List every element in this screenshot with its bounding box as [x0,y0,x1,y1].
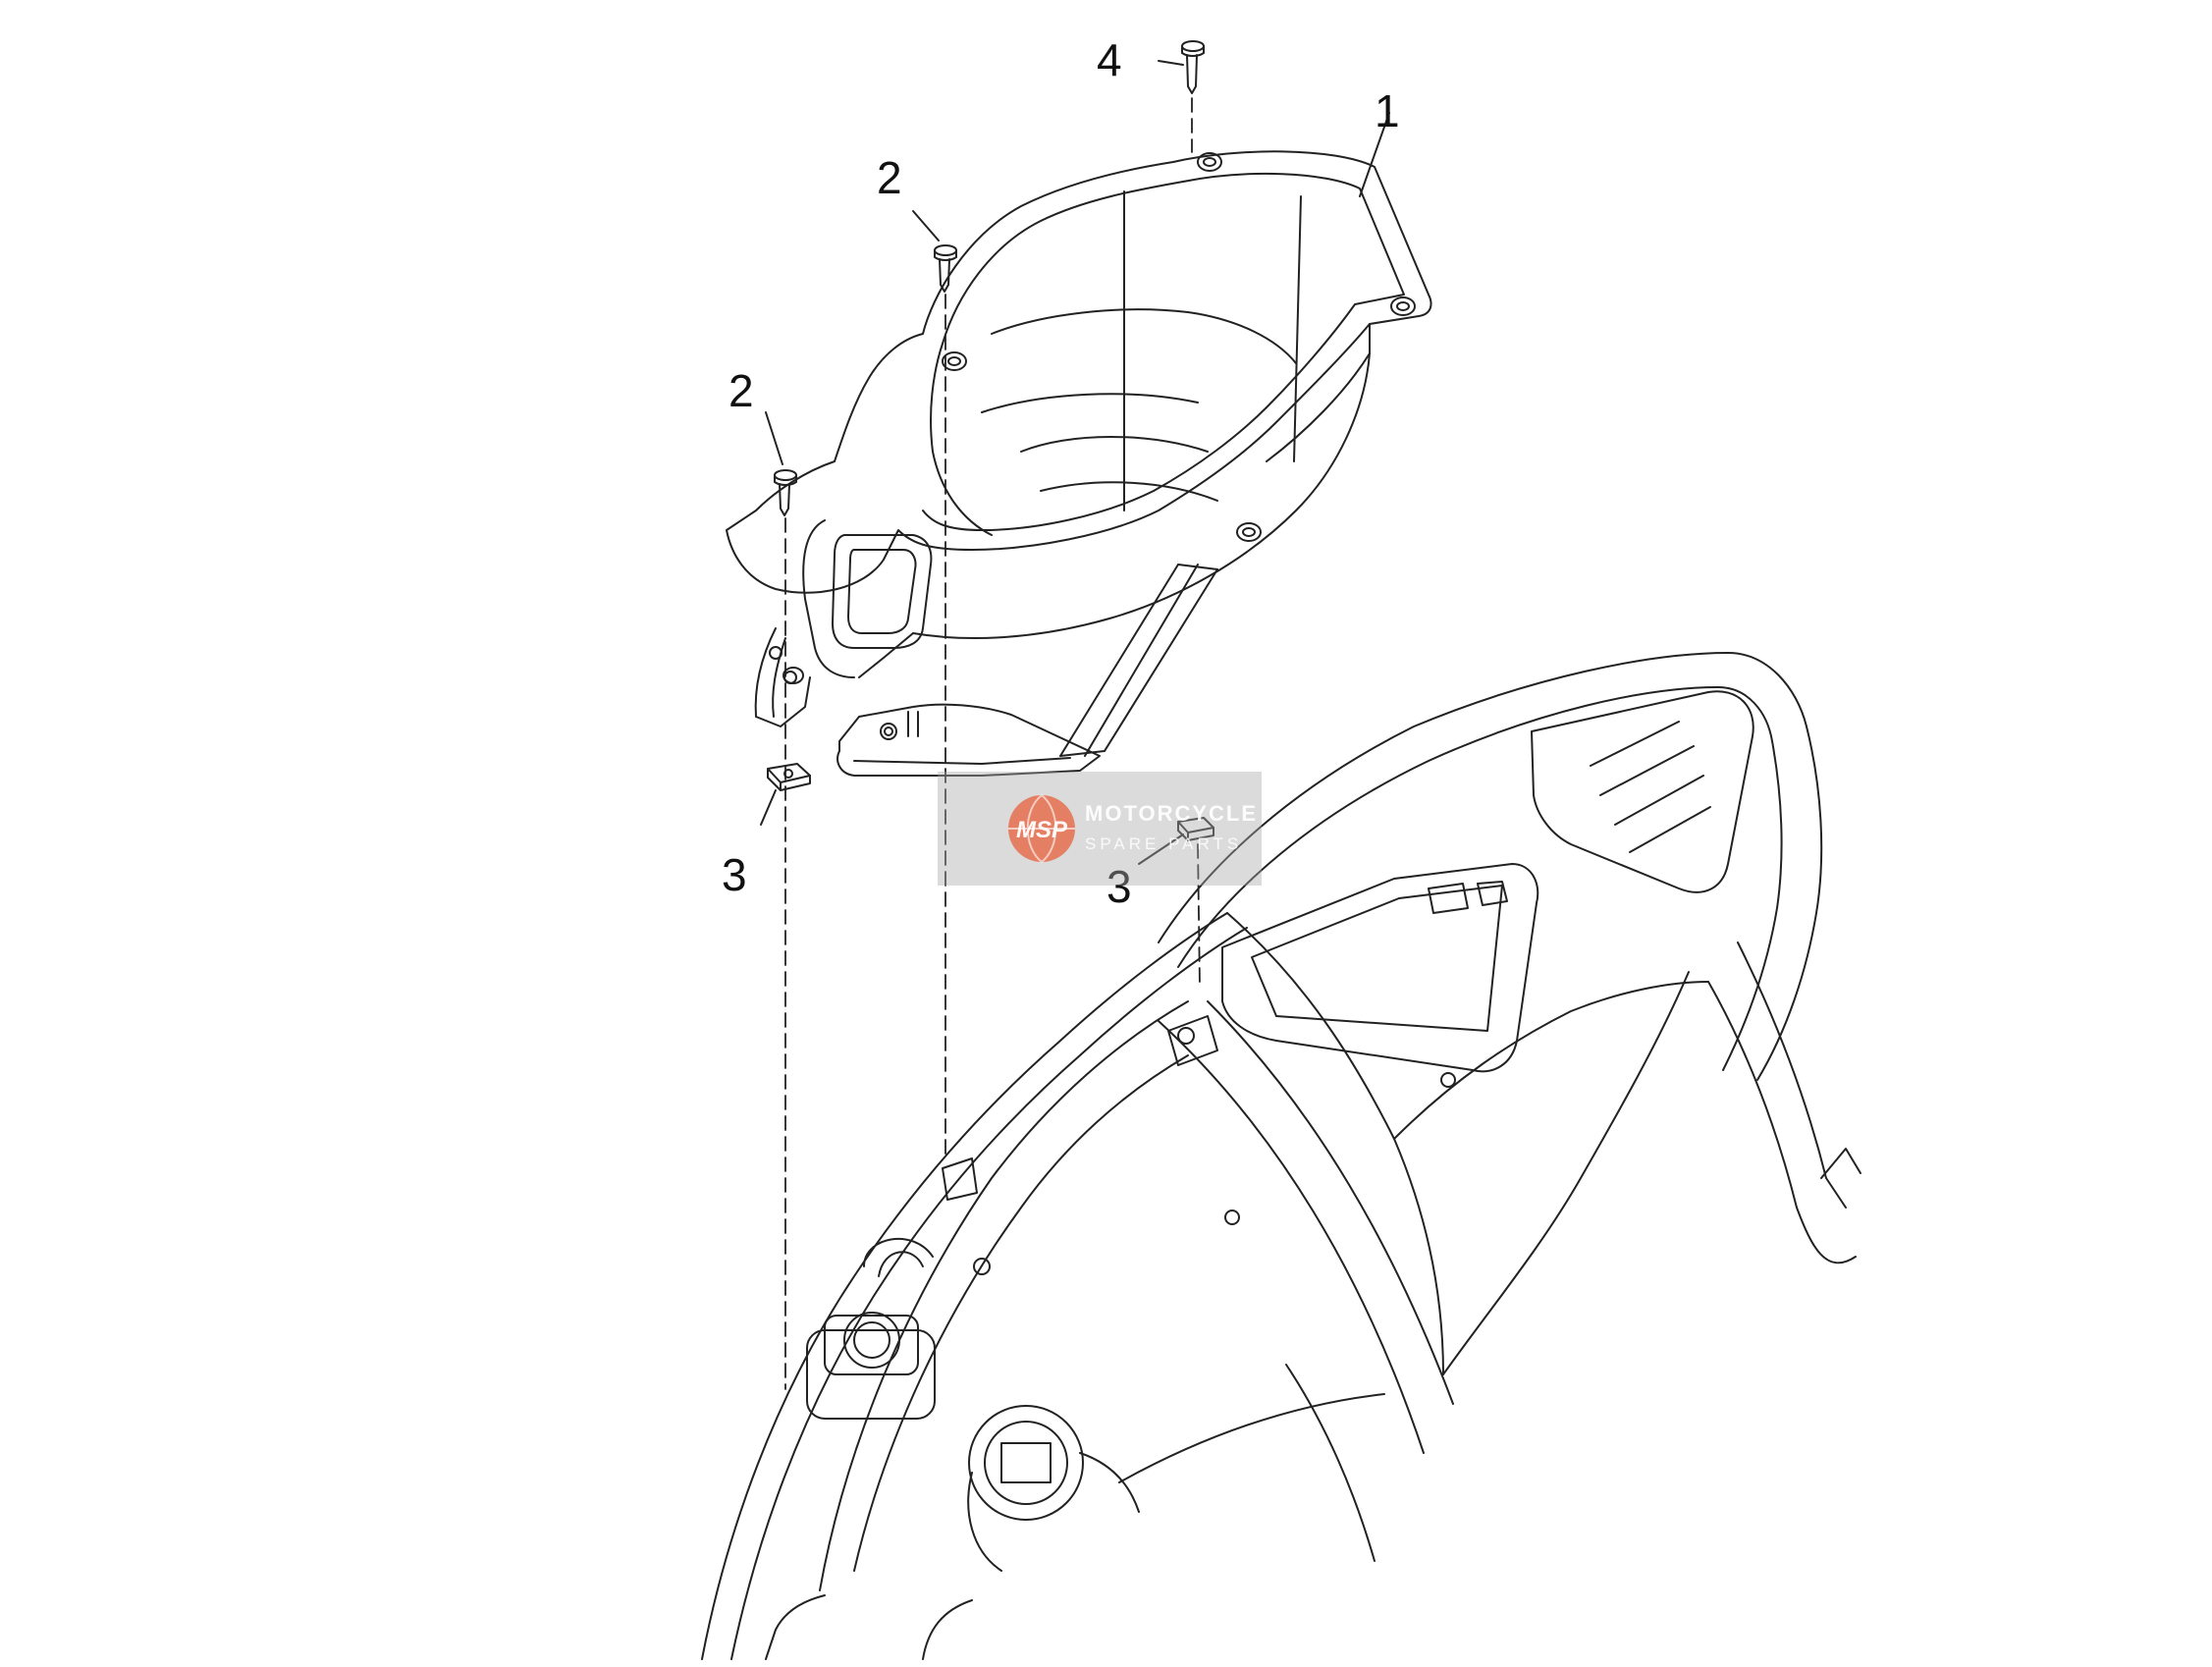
screw-4 [1181,40,1205,94]
callout-part-3-right: 3 [1106,861,1132,912]
watermark-brand: MOTORCYCLE [1085,801,1259,826]
callout-part-3-left: 3 [722,849,747,900]
callout-part-2-upper: 2 [877,152,902,203]
screw-2-lower [774,469,797,516]
helmet-compartment [726,150,1432,777]
assembly-axes [784,97,1201,1390]
clip-nut-3-left [767,763,811,791]
callout-part-4: 4 [1097,34,1122,85]
screw-2-upper [934,244,957,293]
watermark-logo-text: MSP [1016,817,1068,843]
msp-logo-icon: MSP [1008,794,1075,863]
callout-part-2-lower: 2 [728,365,754,416]
watermark-subtitle: SPARE PARTS [1085,834,1243,853]
callout-part-1: 1 [1375,85,1400,136]
leader-lines [760,60,1390,865]
scooter-rear-body [701,652,1861,1660]
watermark: MSP MOTORCYCLE SPARE PARTS [938,772,1262,886]
